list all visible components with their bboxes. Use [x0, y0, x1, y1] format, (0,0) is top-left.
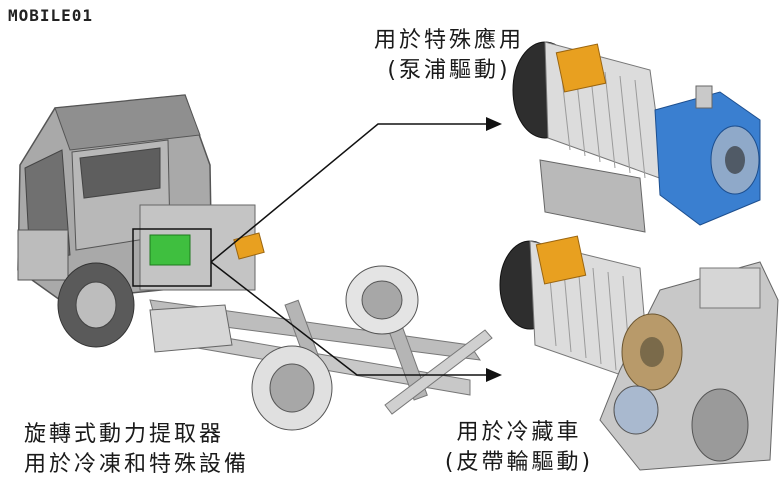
- caption-rotary-pto: 旋轉式動力提取器 用於冷凍和特殊設備: [24, 420, 284, 480]
- caption-special-application: 用於特殊應用 (泵浦驅動): [364, 26, 534, 86]
- pto-connector-part: [233, 232, 265, 260]
- front-wheel: [57, 262, 135, 348]
- truck-illustration: [17, 94, 493, 431]
- pto-highlight-part: [149, 234, 191, 266]
- caption-refrigerated-truck: 用於冷藏車 (皮帶輪驅動): [434, 418, 604, 478]
- caption-left-line1: 旋轉式動力提取器: [24, 422, 225, 447]
- callout-arrow-bottom: [210, 261, 502, 382]
- pump-drive-motor: [512, 41, 761, 233]
- callout-arrow-top: [210, 117, 502, 263]
- rear-wheel-left: [251, 345, 333, 431]
- caption-top-line2: (泵浦驅動): [387, 58, 511, 83]
- highlight-box: [132, 228, 212, 287]
- belt-drive-motor: [499, 235, 779, 471]
- caption-top-line1: 用於特殊應用: [373, 28, 524, 53]
- rear-wheel-right: [345, 265, 419, 335]
- brand-logo: MOBILE01: [8, 6, 94, 25]
- caption-left-line2: 用於冷凍和特殊設備: [24, 452, 250, 477]
- caption-bottom-line1: 用於冷藏車: [456, 420, 582, 445]
- caption-bottom-line2: (皮帶輪驅動): [444, 450, 594, 475]
